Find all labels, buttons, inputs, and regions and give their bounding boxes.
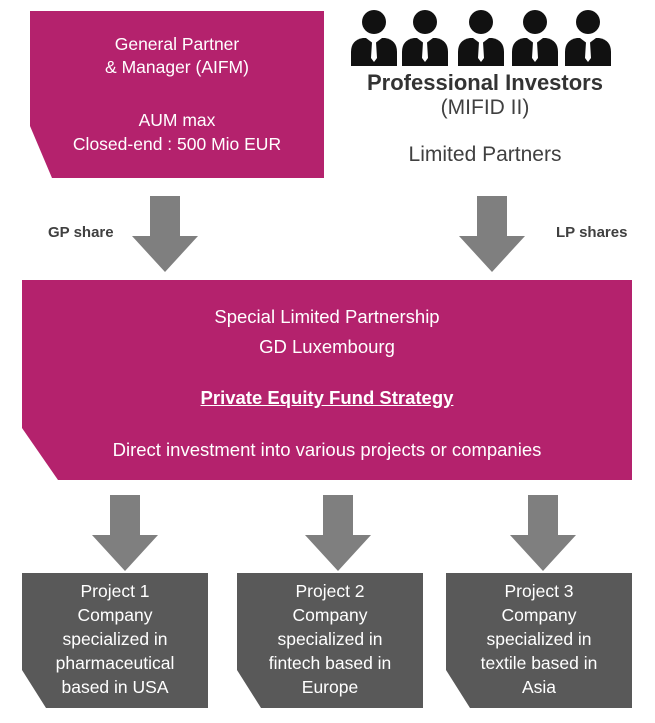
fund-box: Special Limited Partnership GD Luxembour… [22, 280, 632, 480]
businessman-icon [402, 10, 448, 66]
project-1-arrow [92, 495, 158, 571]
project-line: Company [292, 605, 368, 625]
gp-down-arrow [132, 196, 198, 272]
investors-subtitle: (MIFID II) [440, 96, 530, 119]
businessman-icon [565, 10, 611, 66]
gp-line-1: General Partner [114, 34, 240, 54]
project-line: Europe [301, 677, 359, 697]
project-line: Company [501, 605, 577, 625]
project-line: specialized in [277, 629, 383, 649]
gp-line-4: Closed-end : 500 Mio EUR [72, 134, 282, 154]
project-2-box: Project 2 Company specialized in fintech… [237, 573, 423, 708]
project-title: Project 3 [504, 581, 574, 601]
fund-line-1: Special Limited Partnership [214, 306, 440, 327]
businessman-icon [458, 10, 504, 66]
gp-share-label: GP share [48, 224, 114, 241]
project-line: specialized in [486, 629, 592, 649]
project-line: Company [77, 605, 153, 625]
fund-line-2: GD Luxembourg [259, 336, 395, 357]
fund-description: Direct investment into various projects … [112, 439, 542, 460]
gp-line-2: & Manager (AIFM) [105, 57, 249, 77]
project-line: fintech based in [268, 653, 392, 673]
project-1-box: Project 1 Company specialized in pharmac… [22, 573, 208, 708]
project-title: Project 1 [80, 581, 150, 601]
limited-partners-label: Limited Partners [408, 143, 562, 166]
businessman-icon [351, 10, 397, 66]
project-line: pharmaceutical [55, 653, 175, 673]
gp-line-3: AUM max [138, 110, 216, 130]
lp-down-arrow [459, 196, 525, 272]
investors-title: Professional Investors [367, 70, 603, 95]
project-line: Asia [521, 677, 557, 697]
project-line: specialized in [62, 629, 168, 649]
fund-strategy: Private Equity Fund Strategy [200, 387, 454, 408]
project-title: Project 2 [295, 581, 365, 601]
project-line: textile based in [480, 653, 598, 673]
project-3-box: Project 3 Company specialized in textile… [446, 573, 632, 708]
lp-shares-label: LP shares [556, 224, 628, 241]
project-3-arrow [510, 495, 576, 571]
project-2-arrow [305, 495, 371, 571]
general-partner-box: General Partner & Manager (AIFM) AUM max… [30, 11, 324, 178]
project-line: based in USA [61, 677, 169, 697]
businessman-icon [512, 10, 558, 66]
